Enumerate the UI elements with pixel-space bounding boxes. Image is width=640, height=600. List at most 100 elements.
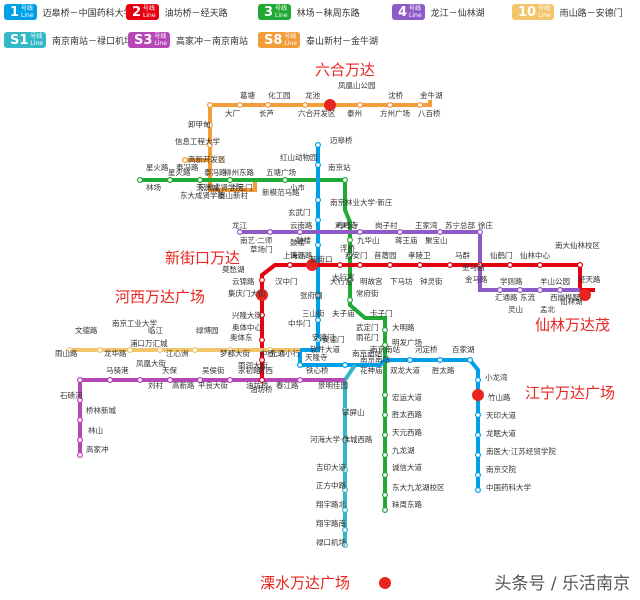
station-label: 张府园 (300, 290, 323, 300)
station-label: 东流 (520, 292, 535, 302)
station-dot (342, 526, 349, 533)
mall-label-xianlin: 仙林万达茂 (535, 316, 610, 334)
station-dot (315, 162, 322, 169)
station-dot (197, 177, 204, 184)
station-label: 翔宇路北 (316, 499, 346, 509)
station-dot (227, 177, 234, 184)
station-label: 孝陵卫 (408, 251, 431, 260)
station-dot (382, 507, 389, 514)
station-label: 胜太西路 (392, 409, 422, 419)
station-label: 铁心桥 (306, 365, 329, 375)
station-dot (76, 452, 83, 459)
station-dot (382, 432, 389, 439)
station-label: 石碛河 (60, 390, 83, 400)
station-dot (342, 467, 349, 474)
station-label: 王家湾 (415, 220, 438, 230)
station-dot (315, 217, 322, 224)
station-dot (342, 507, 349, 514)
station-label: 秣周东路 (392, 499, 422, 509)
station-label: 钟灵街 (420, 276, 443, 286)
station-label: 翔宇路南 (316, 518, 346, 528)
station-label: 泰州 (347, 108, 362, 118)
station-label: 汉中门 (275, 276, 298, 286)
station-label: 上元门 (230, 183, 253, 192)
station-dot (207, 121, 214, 128)
station-dot (207, 142, 214, 149)
station-dot (342, 437, 349, 444)
station-dot (337, 262, 344, 269)
station-dot (357, 101, 364, 108)
station-label: 河定桥 (415, 344, 438, 354)
station-label: 三山街 (302, 308, 325, 318)
station-label: 元通 (270, 348, 285, 358)
station-label: 夫子庙 (332, 308, 355, 318)
station-dot (347, 277, 354, 284)
station-dot (315, 337, 322, 344)
station-dot (382, 327, 389, 334)
station-label: 金马路 (465, 274, 488, 284)
mall-dot-hexi (256, 289, 268, 301)
station-dot (475, 377, 482, 384)
station-dot (357, 262, 364, 269)
station-dot (382, 392, 389, 399)
station-dot (219, 157, 226, 164)
station-label: 金马路 (462, 262, 485, 272)
station-label: 小市 (290, 182, 305, 192)
mall-dot-xinjiekou (306, 259, 318, 271)
station-label: 奥体东 (230, 332, 253, 342)
mall-dot-xianlin (579, 289, 591, 301)
line-s3 (78, 378, 345, 455)
station-dot (297, 229, 304, 236)
station-label: 红山动物园 (280, 152, 318, 162)
station-label: 泰冯路 (204, 167, 227, 177)
station-dot (467, 357, 474, 364)
station-dot (556, 287, 563, 294)
mall-label-xinjiekou: 新街口万达 (165, 249, 240, 267)
station-dot (576, 262, 583, 269)
station-label: 花神庙 (360, 365, 383, 375)
station-label: 孟北 (540, 304, 555, 314)
station-dot (167, 377, 174, 384)
station-label: 卡子门 (370, 308, 393, 318)
station-label: 九华山 (357, 235, 380, 245)
station-label: 兴隆大街 (232, 310, 262, 320)
station-label: 吉印大道 (316, 462, 346, 472)
station-label: 雨花门 (356, 332, 379, 342)
station-label: 安德门 (312, 332, 335, 342)
station-label: 新模范马路 (262, 187, 300, 197)
mall-label-jiangning: 江宁万达广场 (525, 384, 615, 402)
station-label: 八百桥 (418, 108, 441, 118)
station-dot (267, 229, 274, 236)
station-dot (227, 347, 234, 354)
station-dot (437, 357, 444, 364)
station-label: 仙林湖 (560, 296, 583, 306)
watermark: 头条号 / 乐活南京 (494, 574, 630, 594)
station-dot (536, 287, 543, 294)
station-dot (76, 397, 83, 404)
station-label: 胜太路 (432, 365, 455, 375)
legend-route: 泰山新村－金牛湖 (305, 36, 378, 47)
station-label: 竹山路 (488, 392, 511, 402)
station-label: 鸡鸣寺 (335, 220, 358, 230)
station-label: 明故宫 (360, 276, 383, 286)
mall-dot-lishui (379, 577, 391, 589)
station-dot (315, 142, 322, 149)
station-label: 浦口万汇城 (130, 338, 168, 348)
station-dot (507, 262, 514, 269)
station-label: 常府街 (356, 288, 379, 298)
legend-route: 油坊桥－经天路 (164, 8, 228, 19)
station-dot (382, 412, 389, 419)
station-label: 苏宁总部 (445, 220, 475, 230)
station-dot (397, 229, 404, 236)
station-label: 天润城 (196, 182, 219, 192)
station-label: 平良大街 (198, 380, 228, 390)
station-label: 聚宝山 (425, 235, 448, 245)
station-label: 金牛湖 (420, 90, 443, 100)
station-label: 高新路 (172, 380, 195, 390)
